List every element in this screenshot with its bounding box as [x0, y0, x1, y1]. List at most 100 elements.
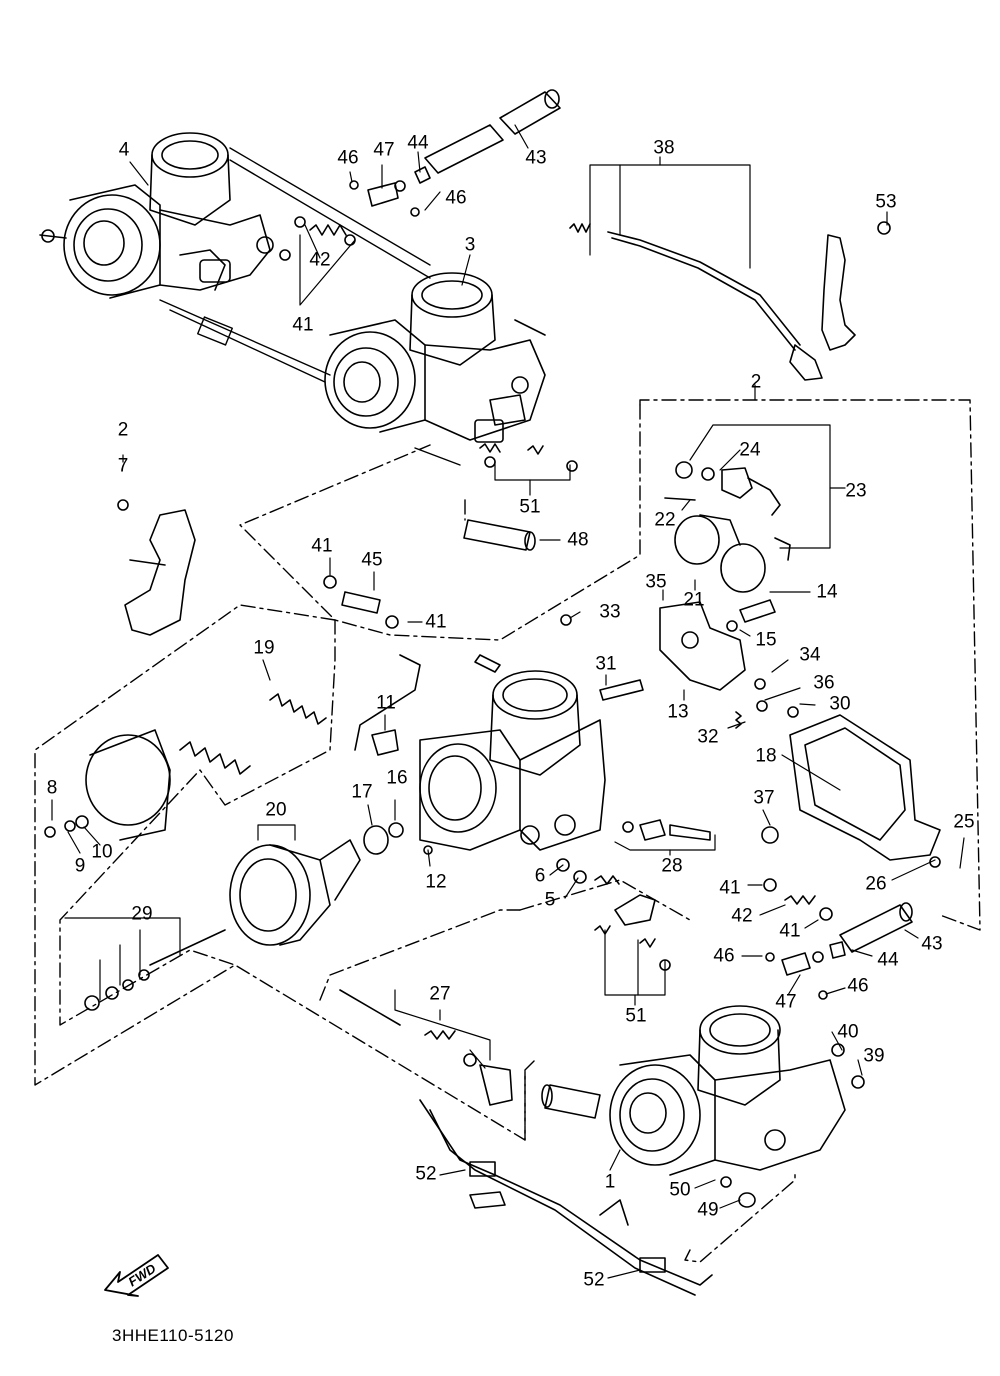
bracket-7 [117, 499, 196, 636]
upper-linkage-rods [159, 147, 461, 466]
small-parts-top [349, 166, 431, 217]
callout-20: 20 [265, 799, 287, 821]
spring-19 [179, 693, 327, 775]
pipe-43-top [424, 89, 561, 174]
callout-7: 7 [117, 455, 129, 477]
callout-14: 14 [816, 581, 838, 603]
callout-41: 41 [425, 611, 447, 633]
callout-41: 41 [292, 314, 314, 336]
callout-41: 41 [311, 535, 333, 557]
callout-12: 12 [425, 871, 447, 893]
callout-52: 52 [415, 1163, 437, 1185]
callout-35: 35 [645, 571, 667, 593]
pipe-48 [463, 519, 536, 551]
callout-47: 47 [775, 991, 797, 1013]
leader-lines [51, 124, 965, 1279]
callout-31: 31 [595, 653, 617, 675]
callout-3: 3 [464, 234, 476, 256]
callout-41: 41 [719, 877, 741, 899]
bracket-53 [821, 221, 891, 351]
parts-11-12-16-17 [363, 729, 433, 855]
callout-8: 8 [46, 777, 58, 799]
lower-linkage-52 [419, 1099, 713, 1296]
callout-43: 43 [525, 147, 547, 169]
callout-48: 48 [567, 529, 589, 551]
callout-25: 25 [953, 811, 975, 833]
carburetor-4 [39, 132, 291, 299]
needle-29 [84, 929, 226, 1011]
callout-29: 29 [131, 903, 153, 925]
springs-42-top [294, 216, 356, 246]
callout-23: 23 [845, 480, 867, 502]
callout-51: 51 [519, 496, 541, 518]
diagram-code: 3HHE110-5120 [112, 1326, 234, 1345]
callout-19: 19 [253, 637, 275, 659]
carburetor-center [354, 654, 606, 851]
callout-33: 33 [599, 601, 621, 623]
callout-34: 34 [799, 644, 821, 666]
callout-47: 47 [373, 139, 395, 161]
callout-53: 53 [875, 191, 897, 213]
piston-20 [229, 839, 361, 946]
callout-46: 46 [337, 147, 359, 169]
callout-32: 32 [697, 726, 719, 748]
callout-9: 9 [74, 855, 86, 877]
callout-36: 36 [813, 672, 835, 694]
callout-46: 46 [847, 975, 869, 997]
parts-27-51-lower [339, 925, 671, 1106]
diaphragm-cover [44, 729, 171, 841]
parts-31-33 [560, 614, 644, 701]
callout-42: 42 [309, 249, 331, 271]
callout-28: 28 [661, 855, 683, 877]
choke-parts-13-14-15-35 [659, 599, 776, 729]
callout-11: 11 [376, 692, 396, 714]
parts-41-45-middle [323, 575, 399, 629]
callout-37: 37 [753, 787, 775, 809]
callout-52: 52 [583, 1269, 605, 1291]
callout-44: 44 [877, 949, 899, 971]
callout-46: 46 [713, 945, 735, 967]
float-chamber-18 [789, 714, 941, 868]
callout-39: 39 [863, 1045, 885, 1067]
callout-15: 15 [755, 629, 777, 651]
pipe-43-lower [839, 902, 913, 953]
small-parts-lower [765, 941, 846, 1000]
springs-41-42-center [784, 895, 833, 921]
callout-44: 44 [407, 132, 429, 154]
carburetor-3 [324, 272, 578, 472]
throttle-cable-38 [569, 223, 823, 381]
callout-13: 13 [667, 701, 689, 723]
callout-5: 5 [544, 889, 556, 911]
throttle-sensor-assembly-21-24 [664, 461, 791, 593]
callout-41: 41 [779, 920, 801, 942]
callout-2: 2 [117, 419, 129, 441]
callout-17: 17 [351, 781, 373, 803]
callout-50: 50 [669, 1179, 691, 1201]
callout-38: 38 [653, 137, 675, 159]
callout-46: 46 [445, 187, 467, 209]
callout-49: 49 [697, 1199, 719, 1221]
callout-45: 45 [361, 549, 383, 571]
callout-6: 6 [534, 865, 546, 887]
callout-26: 26 [865, 873, 887, 895]
callout-27: 27 [429, 983, 451, 1005]
callout-1: 1 [604, 1171, 616, 1193]
callout-2: 2 [750, 371, 762, 393]
callout-4: 4 [118, 139, 130, 161]
callout-18: 18 [755, 745, 777, 767]
callout-43: 43 [921, 933, 943, 955]
callout-16: 16 [386, 767, 408, 789]
callout-30: 30 [829, 693, 851, 715]
callout-10: 10 [91, 841, 113, 863]
callout-40: 40 [837, 1021, 859, 1043]
fwd-arrow [104, 1254, 169, 1297]
carburetor-1 [541, 1005, 865, 1208]
dashed-group-boundaries [34, 399, 981, 1263]
callout-22: 22 [654, 509, 676, 531]
misc-small-parts-center [556, 706, 799, 926]
callout-42: 42 [731, 905, 753, 927]
callout-21: 21 [683, 589, 705, 611]
callout-24: 24 [739, 439, 761, 461]
